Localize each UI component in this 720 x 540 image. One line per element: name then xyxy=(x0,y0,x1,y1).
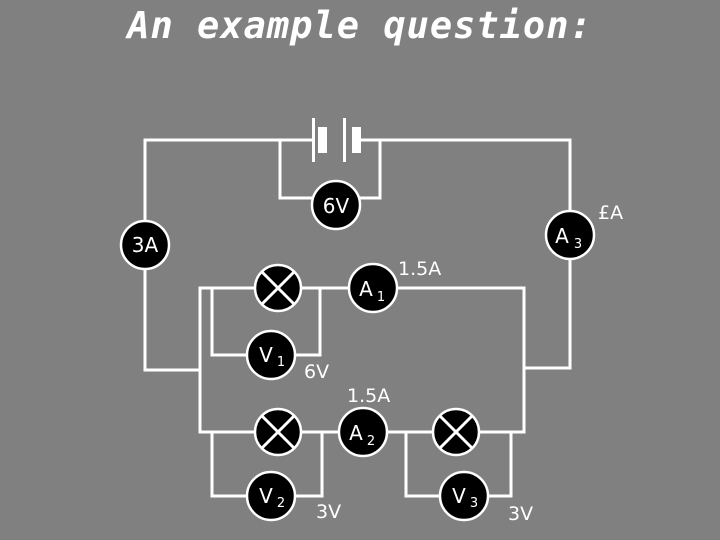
cell-long-plate xyxy=(312,118,315,162)
battery-symbol xyxy=(312,118,361,162)
ammeter-a2-sub: 2 xyxy=(367,434,375,449)
voltmeter-v2-label: V xyxy=(259,484,273,508)
cell-short-plate xyxy=(352,127,361,153)
ammeter-circle xyxy=(544,209,596,261)
voltmeter-v1-sub: 1 xyxy=(277,355,285,370)
ammeter-a3: A 3 xyxy=(544,209,596,261)
lamp-cross xyxy=(260,270,296,306)
voltmeter-v1-label: V xyxy=(259,343,273,367)
ammeter-a1-sub: 1 xyxy=(377,290,385,305)
voltmeter-circle xyxy=(245,470,297,522)
v3-reading: 3V xyxy=(508,503,533,525)
voltmeter-v3-sub: 3 xyxy=(470,496,478,511)
ammeter-a1-label: A xyxy=(359,277,373,301)
voltmeter-circle xyxy=(438,470,490,522)
voltmeter-v3-label: V xyxy=(452,484,466,508)
a1-reading: 1.5A xyxy=(398,258,441,280)
voltmeter-v1: V 1 xyxy=(245,329,297,381)
ammeter-main-label: 3A xyxy=(132,233,159,257)
cell-long-plate xyxy=(343,118,346,162)
ammeter-a2-label: A xyxy=(349,421,363,445)
voltmeter-battery: 6V xyxy=(310,179,362,231)
ammeter-main: 3A xyxy=(119,219,171,271)
v2-reading: 3V xyxy=(316,501,341,523)
battery-voltage-label: 6V xyxy=(323,194,350,218)
voltmeter-v2-sub: 2 xyxy=(277,496,285,511)
lamp-cross xyxy=(438,414,474,450)
cell-short-plate xyxy=(318,127,327,153)
wires xyxy=(143,138,572,498)
ammeter-circle xyxy=(347,262,399,314)
ammeter-circle xyxy=(119,219,171,271)
voltmeter-v2: V 2 xyxy=(245,470,297,522)
lamp-cross xyxy=(260,414,296,450)
lamp-lower-right xyxy=(431,407,481,457)
voltmeter-circle xyxy=(245,329,297,381)
voltmeter-v3: V 3 xyxy=(438,470,490,522)
a2-reading: 1.5A xyxy=(347,385,390,407)
ammeter-circle xyxy=(337,406,389,458)
v1-reading: 6V xyxy=(304,361,329,383)
ammeter-a1: A 1 xyxy=(347,262,399,314)
ammeter-a3-sub: 3 xyxy=(574,237,582,252)
voltmeter-circle xyxy=(310,179,362,231)
lamp-lower-left xyxy=(253,407,303,457)
page-title: An example question: xyxy=(127,4,593,47)
ammeter-a2: A 2 xyxy=(337,406,389,458)
ammeter-a3-label: A xyxy=(555,224,569,248)
a3-reading: £A xyxy=(598,202,623,224)
lamp-upper xyxy=(253,263,303,313)
